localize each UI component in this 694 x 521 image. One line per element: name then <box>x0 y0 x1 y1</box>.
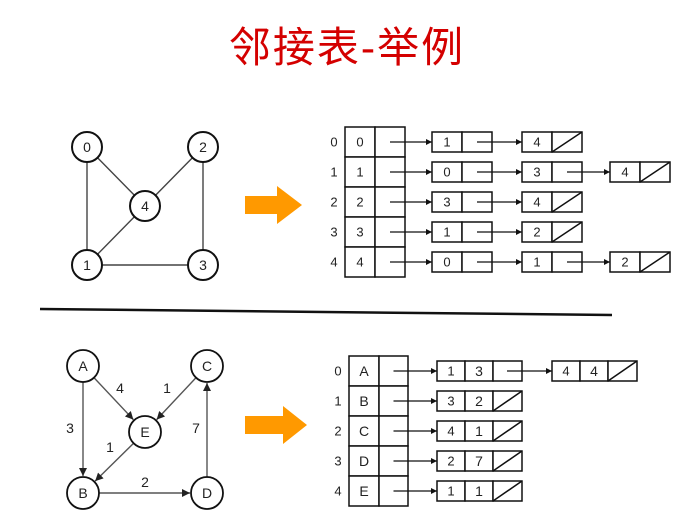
list-node-value: 1 <box>533 255 540 270</box>
null-pointer-slash <box>492 420 523 442</box>
list-node-target: 1 <box>447 484 454 499</box>
null-pointer-slash <box>492 480 523 502</box>
graph-node <box>187 131 219 163</box>
list-node-target: 4 <box>562 364 569 379</box>
list-node-value: 1 <box>443 135 450 150</box>
graph-node <box>128 415 162 449</box>
list-node-weight: 3 <box>475 363 483 379</box>
graph-node <box>66 476 100 510</box>
list-node-weight: 7 <box>475 453 483 469</box>
list-node-target: 3 <box>447 394 454 409</box>
graph-node <box>71 249 103 281</box>
section-divider <box>39 307 613 317</box>
graph-node <box>71 131 103 163</box>
null-pointer-slash <box>639 161 671 183</box>
graph-node-label: 1 <box>83 257 91 273</box>
row-index-label: 1 <box>330 165 337 180</box>
directed-weighted-graph: 4 3 1 1 2 7 A B C D E <box>66 349 224 510</box>
graph-node-label: 2 <box>199 139 207 155</box>
directed-edge <box>93 377 134 421</box>
edge-weight-label: 4 <box>116 380 124 396</box>
null-pointer-slash <box>607 360 638 382</box>
directed-edge <box>156 377 197 421</box>
list-node-value: 3 <box>533 165 540 180</box>
list-node-weight: 1 <box>475 483 483 499</box>
row-index-label: 0 <box>330 135 337 150</box>
orange-arrow-icon <box>245 186 302 224</box>
list-node-value: 0 <box>443 165 450 180</box>
null-pointer-slash <box>492 390 523 412</box>
graph-node-label: C <box>202 358 212 374</box>
orange-arrow-icon <box>245 406 307 444</box>
row-index-label: 3 <box>330 225 337 240</box>
vertex-cell <box>348 475 380 507</box>
graph-node-label: 3 <box>199 257 207 273</box>
vertex-cell <box>344 126 376 158</box>
page-title: 邻接表-举例 <box>228 23 466 72</box>
undirected-adjacency-list: 0 0 1 4 1 1 0 3 4 2 2 3 4 3 3 1 2 4 4 0 1 2 <box>330 126 671 278</box>
graph-node <box>190 349 224 383</box>
vertex-label: D <box>359 453 369 469</box>
edge-weight-label: 3 <box>66 420 74 436</box>
vertex-label: 4 <box>356 255 363 270</box>
graph-node <box>187 249 219 281</box>
graph-node <box>129 190 161 222</box>
graph-node-label: 4 <box>141 198 149 214</box>
undirected-graph: 0 1 2 3 4 <box>71 131 219 281</box>
list-node-value: 2 <box>621 255 628 270</box>
row-index-label: 4 <box>330 255 337 270</box>
graph-node <box>66 349 100 383</box>
edge-weight-label: 1 <box>106 439 114 455</box>
list-node-target: 1 <box>447 364 454 379</box>
list-node-target: 2 <box>447 454 454 469</box>
vertex-cell <box>348 385 380 417</box>
graph-node-label: A <box>78 358 88 374</box>
vertex-label: 2 <box>356 195 363 210</box>
directed-edge <box>94 442 135 482</box>
row-index-label: 0 <box>334 364 341 379</box>
edge-weight-label: 2 <box>141 474 149 490</box>
graph-node-label: 0 <box>83 139 91 155</box>
vertex-label: B <box>359 393 368 409</box>
row-index-label: 4 <box>334 484 341 499</box>
list-node-value: 0 <box>443 255 450 270</box>
vertex-label: 3 <box>356 225 363 240</box>
row-index-label: 2 <box>330 195 337 210</box>
list-node-value: 4 <box>621 165 628 180</box>
edge-weight-label: 7 <box>192 420 200 436</box>
list-node-value: 3 <box>443 195 450 210</box>
list-node-value: 4 <box>533 195 540 210</box>
list-node-value: 4 <box>533 135 540 150</box>
row-index-label: 3 <box>334 454 341 469</box>
list-node-value: 1 <box>443 225 450 240</box>
vertex-label: 0 <box>356 135 363 150</box>
list-node-weight: 1 <box>475 423 483 439</box>
null-pointer-slash <box>551 131 583 153</box>
graph-node-label: B <box>78 485 87 501</box>
null-pointer-slash <box>551 191 583 213</box>
graph-node-label: E <box>140 424 149 440</box>
vertex-cell <box>344 216 376 248</box>
vertex-label: C <box>359 423 369 439</box>
graph-node-label: D <box>202 485 212 501</box>
null-pointer-slash <box>639 251 671 273</box>
row-index-label: 2 <box>334 424 341 439</box>
list-node-weight: 2 <box>475 393 483 409</box>
graph-node <box>190 476 224 510</box>
vertex-label: A <box>359 363 369 379</box>
null-pointer-slash <box>492 450 523 472</box>
row-index-label: 1 <box>334 394 341 409</box>
vertex-label: 1 <box>356 165 363 180</box>
list-node-value: 2 <box>533 225 540 240</box>
list-node-weight: 4 <box>590 363 598 379</box>
null-pointer-slash <box>551 221 583 243</box>
edge-weight-label: 1 <box>163 380 171 396</box>
list-node-target: 4 <box>447 424 454 439</box>
vertex-label: E <box>359 483 368 499</box>
